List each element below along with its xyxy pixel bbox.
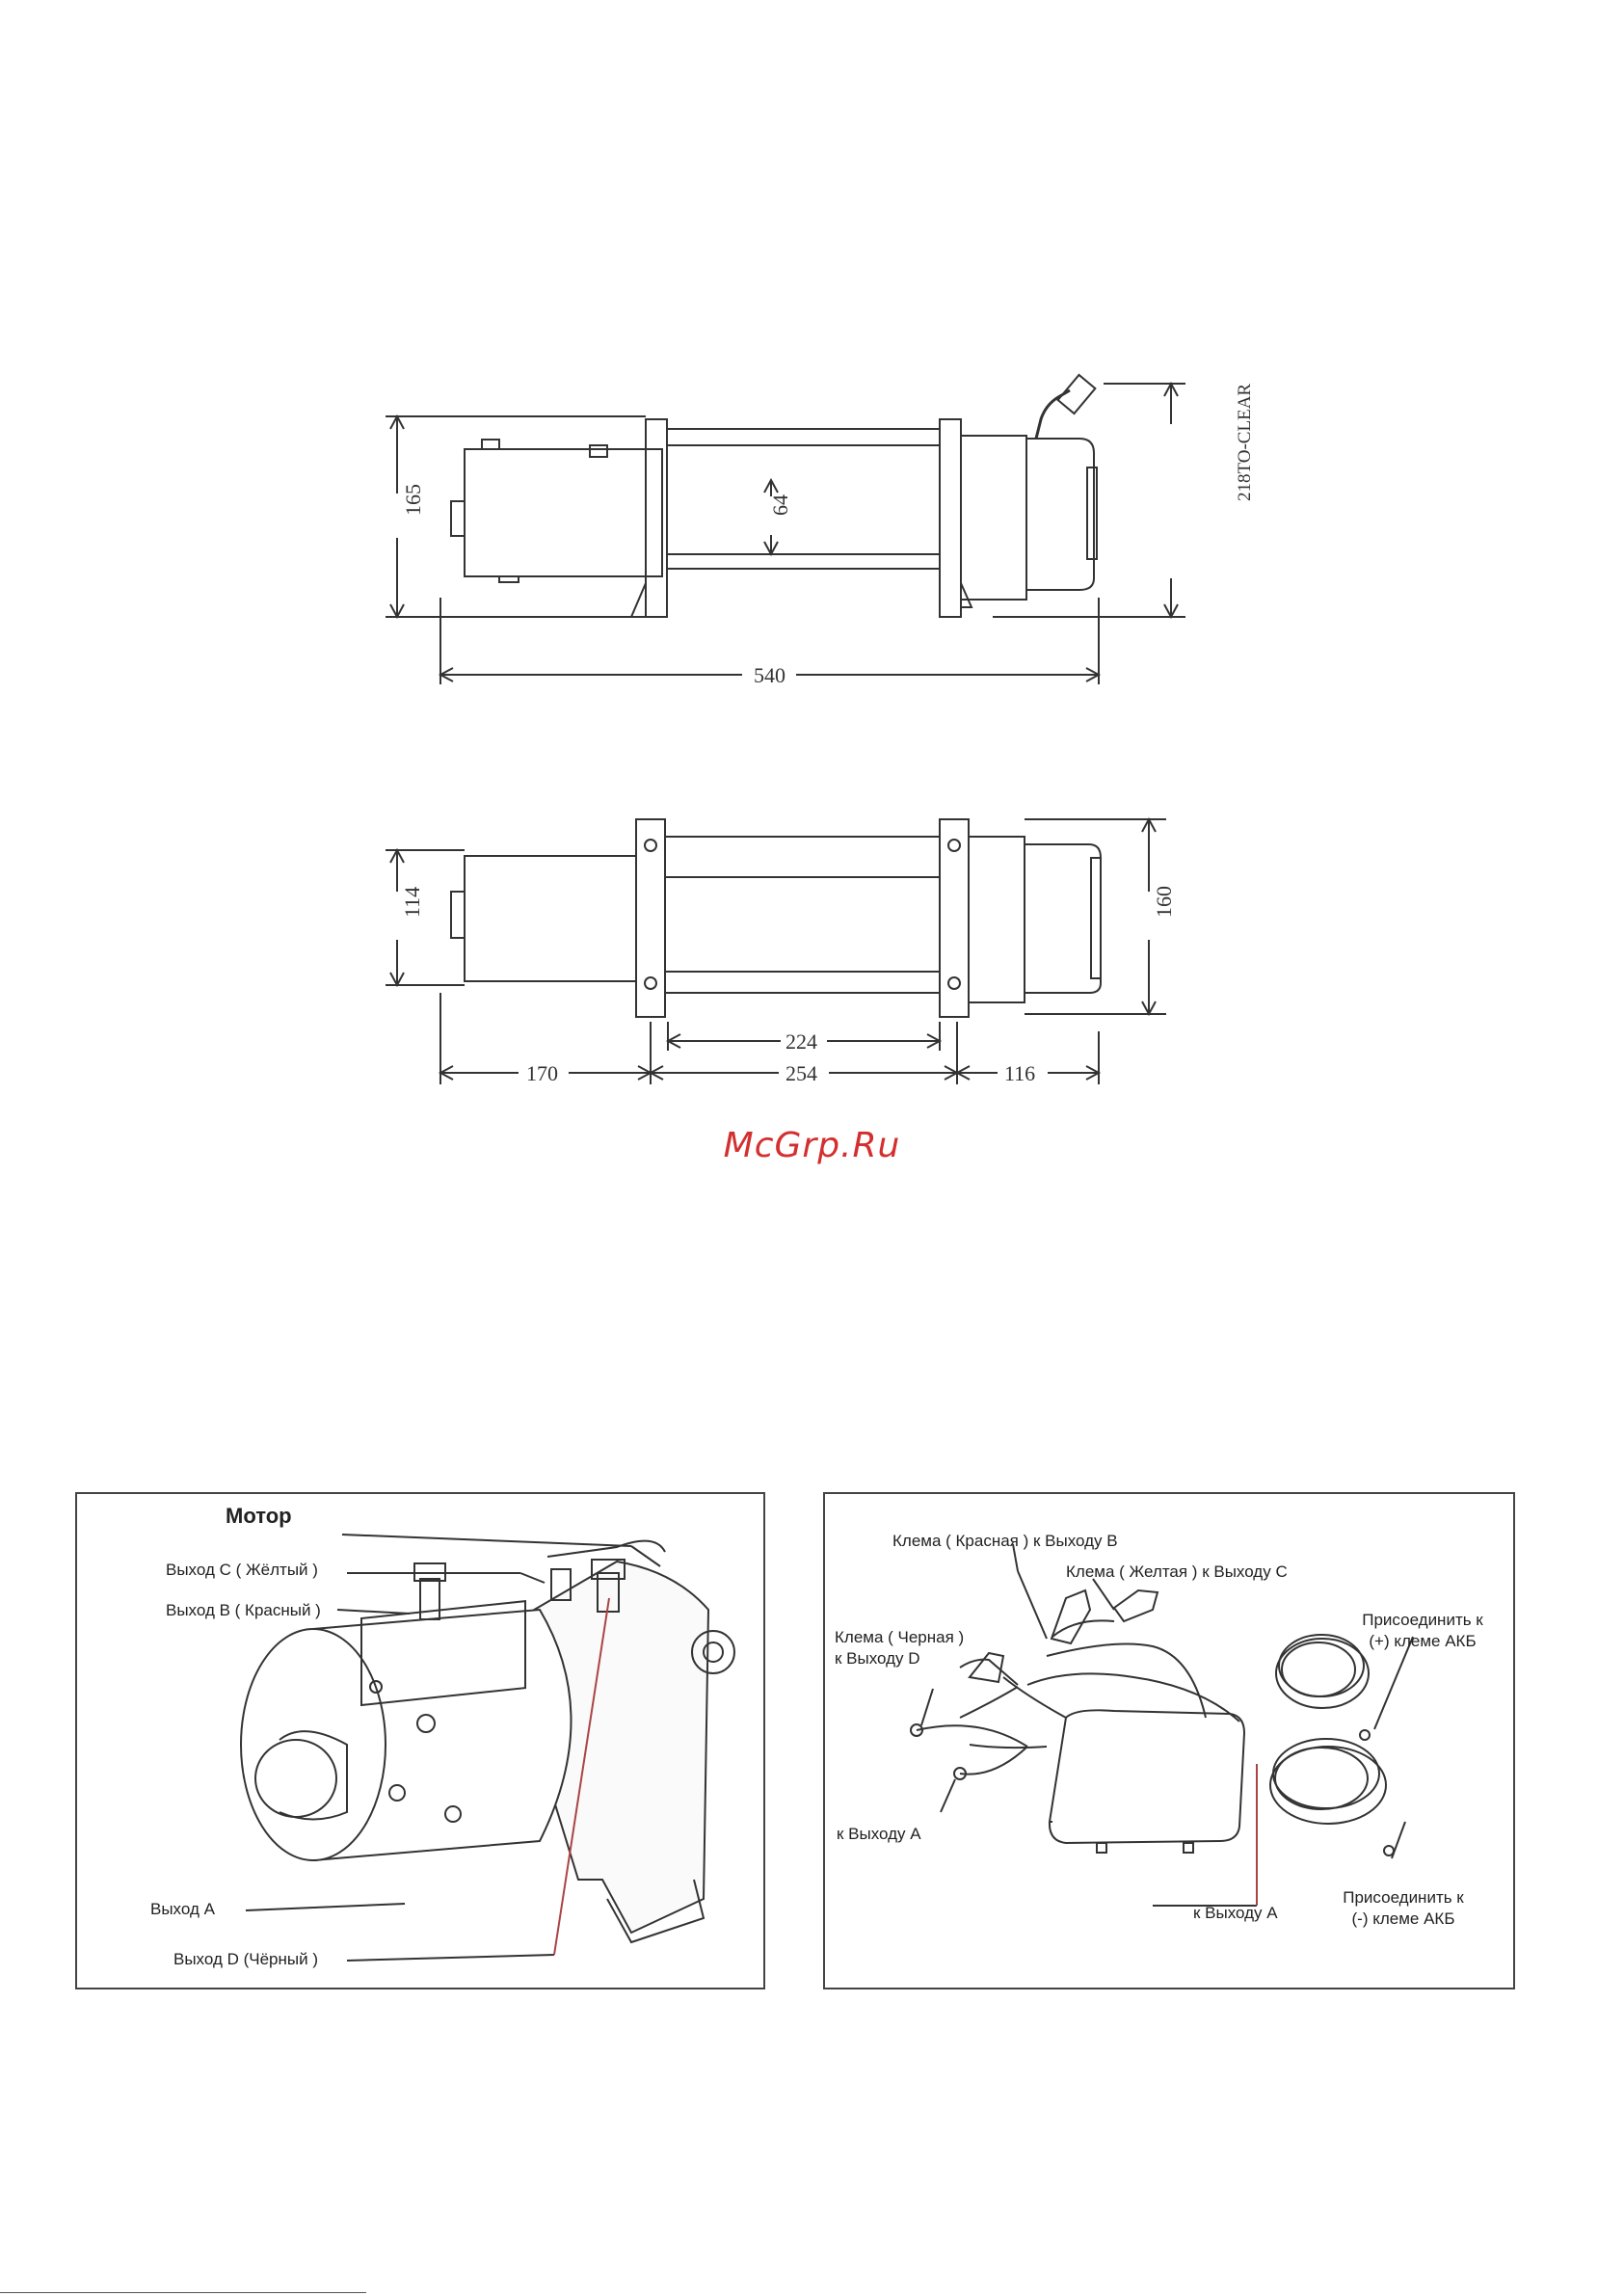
label-clamp-red: Клема ( Красная ) к Выходу В <box>892 1531 1118 1551</box>
top-view-drawing <box>386 819 1166 1084</box>
dim-114-label: 114 <box>400 887 424 918</box>
label-plus-2: (+) клеме АКБ <box>1355 1631 1490 1651</box>
label-out-d: Выход D (Чёрный ) <box>173 1949 318 1969</box>
label-out-c: Выход С ( Жёлтый ) <box>166 1560 318 1580</box>
dim-160-label: 160 <box>1152 886 1176 918</box>
label-to-out-a-left: к Выходу А <box>837 1824 921 1844</box>
motor-wiring-panel: Мотор Выход С ( Жёлтый ) Выход В ( Красн… <box>75 1492 765 1989</box>
label-out-a: Выход А <box>150 1899 215 1919</box>
dim-254-label: 254 <box>785 1061 817 1085</box>
winch-dimension-drawings: 165 64 218TO-CLEAR 540 114 160 224 170 2… <box>0 0 1624 1157</box>
dim-170-label: 170 <box>526 1061 558 1085</box>
label-plus-1: Присоединить к <box>1355 1610 1490 1630</box>
label-minus-2: (-) клеме АКБ <box>1336 1909 1471 1929</box>
dim-116-label: 116 <box>1004 1061 1035 1085</box>
dim-224-label: 224 <box>785 1029 817 1054</box>
dim-clearance-label: 218TO-CLEAR <box>1235 384 1255 501</box>
footer-rule <box>0 2292 366 2293</box>
dim-64-label: 64 <box>768 494 792 516</box>
dim-540-label: 540 <box>754 663 785 687</box>
label-clamp-black-2: к Выходу D <box>835 1648 920 1669</box>
label-clamp-yellow: Клема ( Желтая ) к Выходу С <box>1066 1562 1288 1582</box>
motor-title: Мотор <box>226 1506 292 1526</box>
label-to-out-a-bottom: к Выходу А <box>1193 1903 1278 1923</box>
control-box-wiring-panel: Клема ( Красная ) к Выходу В Клема ( Жел… <box>823 1492 1515 1989</box>
watermark: McGrp.Ru <box>0 1126 1624 1165</box>
label-clamp-black-1: Клема ( Черная ) <box>835 1627 964 1647</box>
label-out-b: Выход В ( Красный ) <box>166 1600 321 1620</box>
label-minus-1: Присоединить к <box>1336 1887 1471 1908</box>
dim-165-label: 165 <box>401 484 425 516</box>
